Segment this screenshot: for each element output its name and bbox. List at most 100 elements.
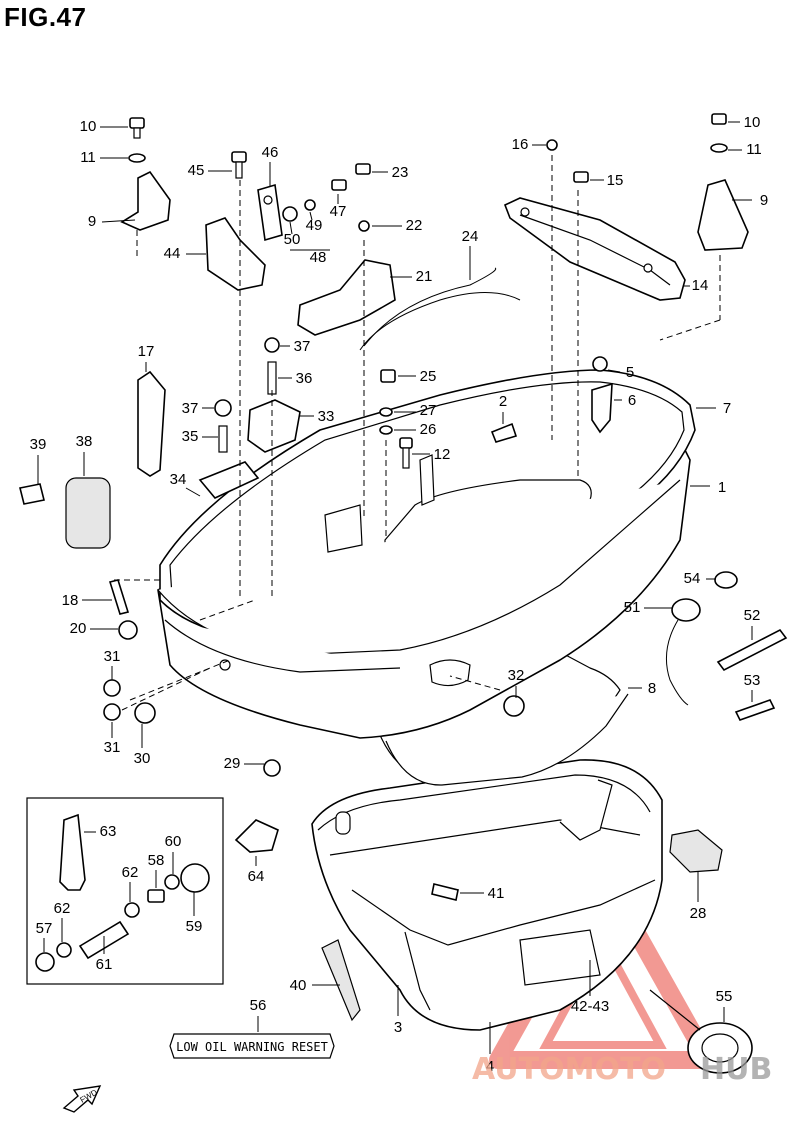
part-callout-37: 37 <box>182 400 199 417</box>
part-callout-48: 48 <box>310 249 327 266</box>
nuts-31 <box>103 679 121 721</box>
part-callout-60: 60 <box>165 833 182 850</box>
part-callout-40: 40 <box>290 977 307 994</box>
part-callout-33: 33 <box>318 408 335 425</box>
part-callout-58: 58 <box>148 852 165 869</box>
part-callout-63: 63 <box>100 823 117 840</box>
part-callout-50: 50 <box>284 231 301 248</box>
washer-27 <box>379 407 393 417</box>
part-callout-20: 20 <box>70 620 87 637</box>
part-callout-45: 45 <box>188 162 205 179</box>
clip-53 <box>734 699 776 721</box>
part-callout-52: 52 <box>744 607 761 624</box>
bracket-9-right <box>697 179 749 251</box>
part-callout-51: 51 <box>624 599 641 616</box>
part-callout-26: 26 <box>420 421 437 438</box>
part-callout-11: 11 <box>80 149 96 166</box>
bolt-12 <box>399 437 413 469</box>
label-plate-text: LOW OIL WARNING RESET <box>176 1040 328 1054</box>
plug-39 <box>19 483 45 505</box>
grommet-28 <box>669 829 723 873</box>
part-callout-36: 36 <box>296 370 313 387</box>
part-callout-21: 21 <box>416 268 433 285</box>
bolt-47 <box>331 179 347 191</box>
part-callout-17: 17 <box>138 343 155 360</box>
washer-11-left <box>128 153 146 163</box>
part-callout-62: 62 <box>54 900 71 917</box>
part-callout-34: 34 <box>170 471 187 488</box>
holder-21 <box>297 259 396 336</box>
guide-40 <box>321 939 361 1022</box>
part-callout-46: 46 <box>262 144 279 161</box>
part-callout-27: 27 <box>420 402 437 419</box>
nut-37-b <box>214 399 232 417</box>
part-callout-10: 10 <box>80 118 97 135</box>
part-callout-54: 54 <box>684 570 701 587</box>
part-callout-14: 14 <box>692 277 709 294</box>
pin-2 <box>490 422 518 443</box>
leader-line <box>289 221 293 235</box>
part-callout-18: 18 <box>62 592 79 609</box>
grommet-30 <box>134 702 156 724</box>
part-callout-62: 62 <box>122 864 139 881</box>
grommet-20 <box>118 620 138 640</box>
part-callout-5: 5 <box>626 364 634 381</box>
nut-37-a <box>264 337 280 353</box>
part-callout-25: 25 <box>420 368 437 385</box>
bolt-29 <box>263 759 281 777</box>
part-callout-29: 29 <box>224 755 241 772</box>
watermark-text: AUTOMOTO HUB <box>472 1052 772 1087</box>
leader-line <box>309 211 313 221</box>
washer-26 <box>379 425 393 435</box>
part-callout-24: 24 <box>462 228 479 245</box>
lever-52 <box>716 628 788 672</box>
part-callout-8: 8 <box>648 680 656 697</box>
part-callout-23: 23 <box>392 164 409 181</box>
part-callout-22: 22 <box>406 217 423 234</box>
part-callout-47: 47 <box>330 203 347 220</box>
bolt-15 <box>573 171 589 183</box>
washers-49-50 <box>282 199 316 222</box>
part-callout-16: 16 <box>512 136 529 153</box>
part-callout-15: 15 <box>607 172 624 189</box>
fwd-arrow: FWD <box>62 1085 102 1113</box>
part-callout-12: 12 <box>434 446 451 463</box>
leader-line <box>185 487 201 497</box>
cap-54 <box>714 571 738 589</box>
holder-33 <box>247 399 301 453</box>
part-callout-55: 55 <box>716 988 733 1005</box>
watermark-text-b: HUB <box>700 1052 772 1087</box>
part-callout-6: 6 <box>628 392 636 409</box>
part-callout-44: 44 <box>164 245 181 262</box>
part-callout-49: 49 <box>306 217 323 234</box>
grommet-32 <box>503 695 525 717</box>
washer-11-right <box>710 143 728 153</box>
top-bracket <box>503 197 686 301</box>
part-callout-57: 57 <box>36 920 53 937</box>
callout-labels: 1011945464423474950482224211615101191417… <box>30 114 769 1075</box>
part-callout-37: 37 <box>294 338 311 355</box>
part-callout-42-43: 42-43 <box>571 998 609 1015</box>
leader-line <box>607 369 621 373</box>
part-callout-53: 53 <box>744 672 761 689</box>
pin-18 <box>108 579 130 615</box>
part-callout-7: 7 <box>723 400 731 417</box>
part-callout-32: 32 <box>508 667 525 684</box>
bracket-9-left <box>120 170 171 231</box>
cable-24 <box>359 267 521 351</box>
part-callout-64: 64 <box>248 868 265 885</box>
part-callout-39: 39 <box>30 436 47 453</box>
part-callout-28: 28 <box>690 905 707 922</box>
screw-16 <box>546 139 558 151</box>
part-callout-2: 2 <box>499 393 507 410</box>
screw-22 <box>358 220 370 232</box>
part-callout-1: 1 <box>718 479 726 496</box>
part-callout-9: 9 <box>88 213 96 230</box>
inset-detail-box <box>26 797 279 985</box>
figure-title: FIG.47 <box>4 2 87 32</box>
bracket-34 <box>198 461 260 499</box>
alignment-line <box>129 659 231 701</box>
bolt-45 <box>231 151 247 179</box>
